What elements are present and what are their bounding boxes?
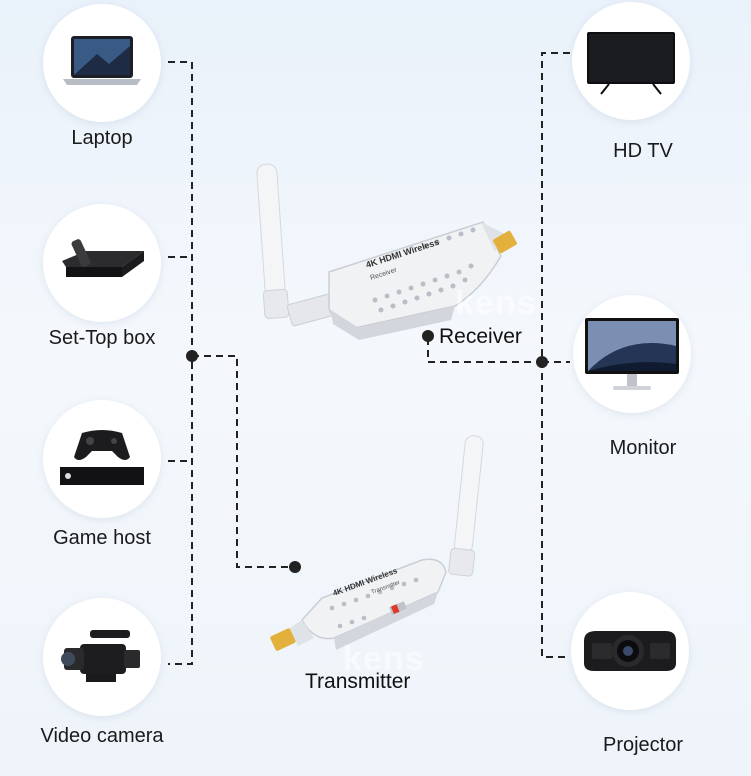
source-label-game-host: Game host: [53, 527, 151, 549]
tv-icon: [583, 26, 679, 96]
receiver-label: Receiver: [439, 325, 522, 348]
monitor-icon: [583, 314, 681, 394]
game-console-icon: [56, 427, 148, 491]
watermark-bottom: kens: [343, 640, 425, 678]
set-top-box-circle: [43, 204, 161, 322]
projector-icon: [578, 623, 682, 679]
transmitter-label: Transmitter: [305, 670, 411, 693]
video-camera-circle: [43, 598, 161, 716]
source-label-set-top-box: Set-Top box: [48, 327, 156, 349]
source-bus-line: [168, 61, 193, 665]
watermark-top: kens: [455, 284, 537, 322]
projector-circle: [571, 592, 689, 710]
transmitter-link-line: [192, 355, 293, 568]
laptop-circle: [43, 4, 161, 122]
transmitter-device: 4K HDMI Wireless Transmitter: [262, 432, 492, 667]
set-top-box-icon: [56, 233, 148, 293]
video-camera-icon: [56, 622, 148, 692]
display-junction-dot: [536, 356, 548, 368]
laptop-icon: [59, 32, 145, 94]
receiver-dot: [422, 330, 434, 342]
display-label-projector: Projector: [602, 734, 684, 756]
display-label-hd-tv: HD TV: [613, 140, 673, 162]
display-bus-line: [541, 52, 570, 658]
source-label-laptop: Laptop: [71, 127, 133, 149]
source-label-video-camera: Video camera: [40, 725, 164, 747]
hd-tv-circle: [572, 2, 690, 120]
receiver-device: 4K HDMI Wireless Receiver: [255, 160, 525, 365]
game-host-circle: [43, 400, 161, 518]
transmitter-dot: [289, 561, 301, 573]
receiver-link-line: [427, 338, 542, 363]
source-junction-dot: [186, 350, 198, 362]
monitor-circle: [573, 295, 691, 413]
display-label-monitor: Monitor: [609, 437, 677, 459]
